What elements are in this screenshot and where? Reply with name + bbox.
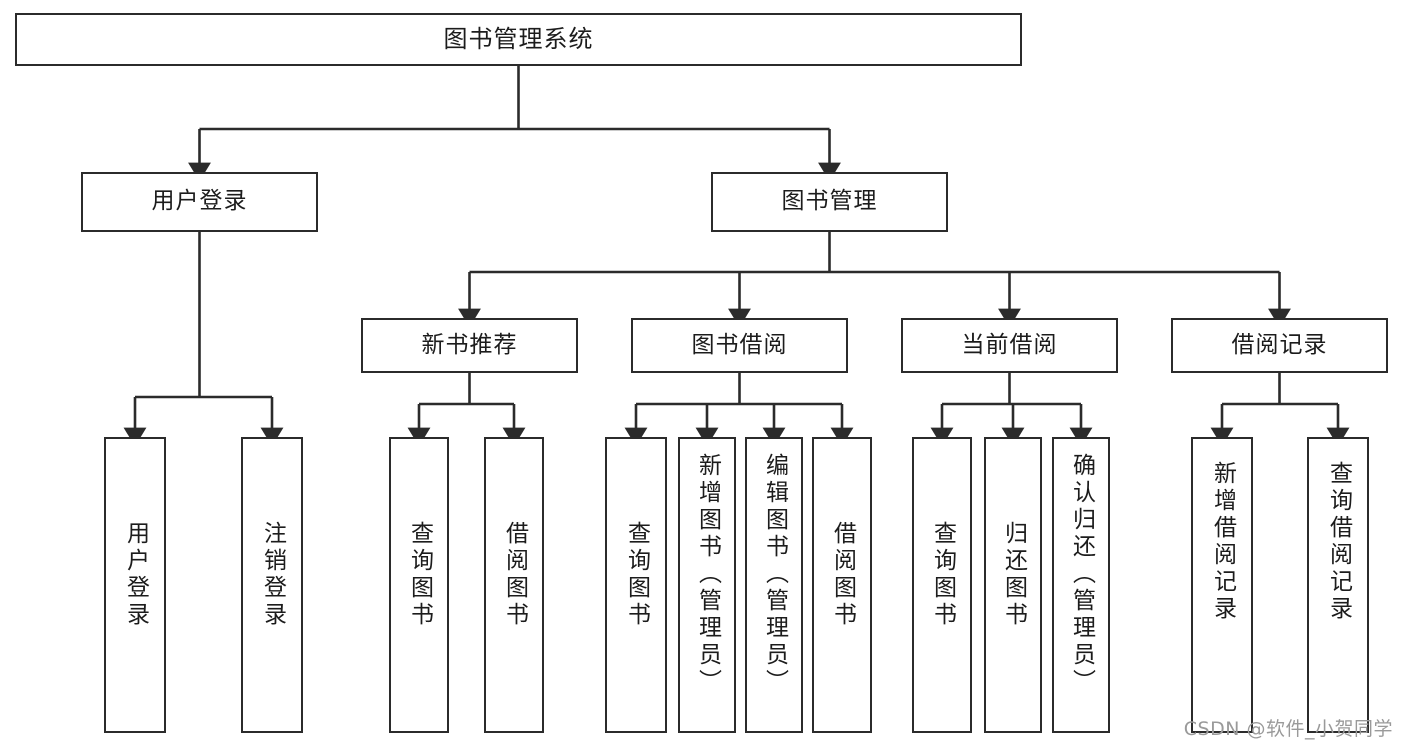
node-leaf-confirm-return[interactable]: 确认归还（管理员）: [1052, 437, 1110, 733]
node-label: 查询借阅记录: [1325, 461, 1352, 623]
node-root[interactable]: 图书管理系统: [15, 13, 1022, 66]
node-label: 编辑图书（管理员）: [761, 453, 788, 696]
node-label: 借阅图书: [829, 521, 856, 629]
node-label: 新增借阅记录: [1209, 461, 1236, 623]
node-leaf-add-book[interactable]: 新增图书（管理员）: [678, 437, 736, 733]
node-label: 图书管理系统: [443, 25, 594, 54]
node-new-book-rec[interactable]: 新书推荐: [361, 318, 578, 373]
node-label: 归还图书: [1000, 521, 1027, 629]
node-leaf-logout[interactable]: 注销登录: [241, 437, 303, 733]
node-label: 图书借阅: [691, 331, 788, 358]
node-book-borrow[interactable]: 图书借阅: [631, 318, 848, 373]
node-label: 借阅图书: [501, 521, 528, 629]
node-borrow-record[interactable]: 借阅记录: [1171, 318, 1388, 373]
node-label: 查询图书: [929, 521, 956, 629]
node-leaf-edit-book[interactable]: 编辑图书（管理员）: [745, 437, 803, 733]
node-leaf-query-book-rec[interactable]: 查询图书: [389, 437, 449, 733]
node-label: 查询图书: [406, 521, 433, 629]
node-label: 新书推荐: [421, 331, 518, 358]
node-user-login[interactable]: 用户登录: [81, 172, 318, 232]
node-label: 用户登录: [151, 188, 248, 215]
node-label: 确认归还（管理员）: [1068, 453, 1095, 696]
node-label: 用户登录: [122, 521, 149, 629]
csdn-watermark: CSDN @软件_小贺同学: [1183, 718, 1393, 740]
node-label: 借阅记录: [1231, 331, 1328, 358]
node-label: 当前借阅: [961, 331, 1058, 358]
node-leaf-borrow-book[interactable]: 借阅图书: [812, 437, 872, 733]
node-leaf-query-book-cur[interactable]: 查询图书: [912, 437, 972, 733]
node-leaf-return-book[interactable]: 归还图书: [984, 437, 1042, 733]
node-book-manage[interactable]: 图书管理: [711, 172, 948, 232]
node-leaf-borrow-book-rec[interactable]: 借阅图书: [484, 437, 544, 733]
node-label: 查询图书: [623, 521, 650, 629]
node-leaf-query-record[interactable]: 查询借阅记录: [1307, 437, 1369, 733]
node-label: 注销登录: [259, 521, 286, 629]
node-label: 新增图书（管理员）: [694, 453, 721, 696]
node-leaf-query-book-borrow[interactable]: 查询图书: [605, 437, 667, 733]
node-leaf-add-record[interactable]: 新增借阅记录: [1191, 437, 1253, 733]
node-leaf-user-login[interactable]: 用户登录: [104, 437, 166, 733]
node-label: 图书管理: [781, 188, 878, 215]
node-current-borrow[interactable]: 当前借阅: [901, 318, 1118, 373]
